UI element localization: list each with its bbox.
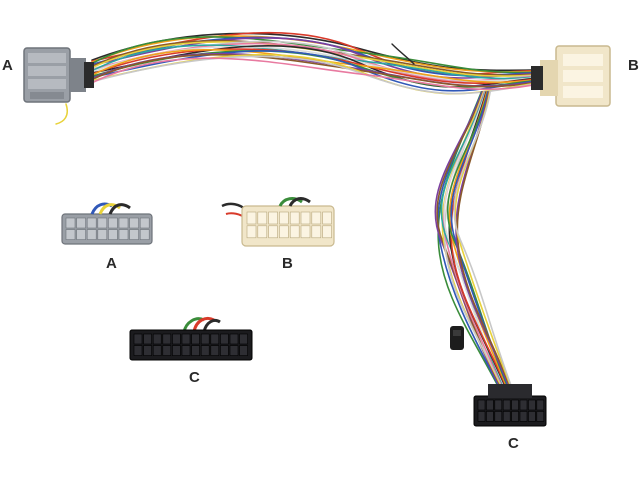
- connector-pin: [486, 411, 494, 422]
- connector-pin: [86, 217, 97, 229]
- connector-pin: [210, 333, 220, 345]
- plug-c: [129, 317, 253, 361]
- wire: [55, 103, 68, 125]
- wire: [51, 103, 62, 121]
- connector-pin: [494, 411, 503, 422]
- connector-pin: [220, 333, 229, 345]
- fuse-holder: [450, 326, 464, 350]
- connector-pin: [65, 229, 76, 240]
- connector-pin: [229, 345, 239, 356]
- connector-pin: [519, 399, 528, 411]
- connector-pin: [257, 211, 268, 225]
- connector-pin: [152, 345, 162, 356]
- connector-pin: [322, 211, 332, 225]
- connector-pin: [191, 345, 200, 356]
- connector-pin: [486, 399, 494, 411]
- connector-pin: [191, 333, 200, 345]
- connector-pin: [246, 225, 257, 239]
- connector-pin: [97, 229, 108, 240]
- label-harness-b: B: [628, 57, 639, 74]
- connector-pin: [97, 217, 108, 229]
- wire: [91, 35, 533, 73]
- connector-pin: [172, 345, 181, 356]
- connector-pin: [268, 225, 278, 239]
- connector-pin: [129, 229, 139, 240]
- wire: [91, 48, 533, 84]
- connector-pin: [289, 225, 300, 239]
- connector-pin: [322, 225, 332, 239]
- connector-pin: [181, 333, 191, 345]
- connector-pin: [133, 333, 143, 345]
- plug-a: [61, 202, 153, 245]
- connector-pin: [129, 217, 139, 229]
- connector-pin: [300, 225, 311, 239]
- connector-pin: [300, 211, 311, 225]
- connector-pin: [210, 345, 220, 356]
- label-plug-c: C: [189, 369, 200, 386]
- connector-pin: [65, 217, 76, 229]
- connector-pin: [76, 217, 86, 229]
- connector-pin: [502, 411, 511, 422]
- connector-pin: [502, 399, 511, 411]
- connector-pin: [536, 399, 545, 411]
- connector-pin: [162, 333, 172, 345]
- connector-pin: [133, 345, 143, 356]
- connector-pin: [257, 225, 268, 239]
- connector-pin: [229, 333, 239, 345]
- connector-pin: [519, 411, 528, 422]
- connector-pin: [139, 217, 150, 229]
- connector-pin: [511, 411, 519, 422]
- connector-pin: [536, 411, 545, 422]
- label-harness-c: C: [508, 435, 519, 452]
- connector-pin: [108, 229, 118, 240]
- connector-pin: [528, 411, 536, 422]
- connector-pin: [200, 345, 210, 356]
- connector-pin: [172, 333, 181, 345]
- connector-pin: [76, 229, 86, 240]
- connector-c-harness: [473, 384, 547, 427]
- connector-pin: [268, 211, 278, 225]
- connector-pin: [200, 333, 210, 345]
- connector-pin: [86, 229, 97, 240]
- label-plug-a: A: [106, 255, 117, 272]
- connector-pin: [181, 345, 191, 356]
- connector-a-harness: [23, 47, 94, 103]
- connector-pin: [162, 345, 172, 356]
- connector-b-harness: [531, 45, 611, 107]
- connector-pin: [239, 333, 248, 345]
- connector-pin: [477, 399, 486, 411]
- connector-pin: [239, 345, 248, 356]
- plug-b: [221, 197, 335, 247]
- connector-pin: [477, 411, 486, 422]
- connector-pin: [118, 229, 129, 240]
- connector-pin: [118, 217, 129, 229]
- connector-pin: [289, 211, 300, 225]
- connector-pin: [139, 229, 150, 240]
- label-harness-a: A: [2, 57, 13, 74]
- wire: [456, 91, 511, 387]
- connector-pin: [152, 333, 162, 345]
- connector-pin: [143, 333, 152, 345]
- connector-pin: [279, 211, 289, 225]
- connector-pin: [311, 211, 322, 225]
- connector-pin: [494, 399, 503, 411]
- connector-pin: [246, 211, 257, 225]
- connector-pin: [528, 399, 536, 411]
- connector-pin: [108, 217, 118, 229]
- wire: [91, 57, 533, 91]
- wire: [91, 55, 533, 95]
- connector-pin: [511, 399, 519, 411]
- connector-pin: [220, 345, 229, 356]
- label-plug-b: B: [282, 255, 293, 272]
- wire: [436, 91, 502, 387]
- connector-pin: [279, 225, 289, 239]
- wire: [453, 91, 513, 387]
- wire: [391, 43, 415, 65]
- connector-pin: [311, 225, 322, 239]
- wire-bundle: [51, 31, 533, 387]
- connector-pin: [143, 345, 152, 356]
